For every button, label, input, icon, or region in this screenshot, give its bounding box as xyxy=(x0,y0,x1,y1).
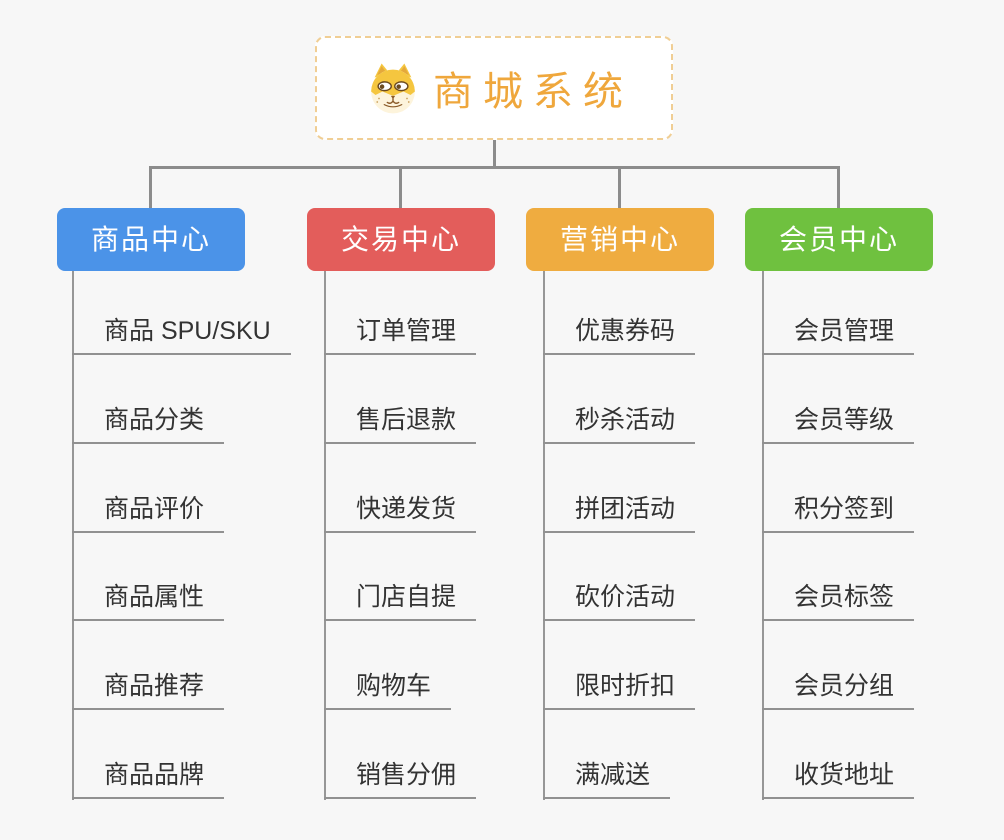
leaf-node[interactable]: 会员等级 xyxy=(762,405,915,444)
leaf-node[interactable]: 商品品牌 xyxy=(72,760,225,799)
leaf-node[interactable]: 会员分组 xyxy=(762,671,915,710)
branch-node-marketing-center[interactable]: 营销中心 xyxy=(526,208,714,271)
leaf-node[interactable]: 拼团活动 xyxy=(543,494,696,533)
leaf-node[interactable]: 快递发货 xyxy=(324,494,477,533)
branch-node-member-center[interactable]: 会员中心 xyxy=(745,208,933,271)
connector-drop-branch-3 xyxy=(618,166,621,210)
leaf-node[interactable]: 优惠券码 xyxy=(543,316,696,355)
leaf-node[interactable]: 满减送 xyxy=(543,760,671,799)
connector-drop-branch-2 xyxy=(399,166,402,210)
root-node[interactable]: 商城系统 xyxy=(315,36,673,140)
leaf-node[interactable]: 购物车 xyxy=(324,671,452,710)
connector-drop-branch-1 xyxy=(149,166,152,210)
leaf-node[interactable]: 砍价活动 xyxy=(543,582,696,621)
leaf-node[interactable]: 商品分类 xyxy=(72,405,225,444)
leaf-node[interactable]: 收货地址 xyxy=(762,760,915,799)
leaf-node[interactable]: 会员标签 xyxy=(762,582,915,621)
connector-horizontal xyxy=(149,166,840,169)
branch-trunk-line xyxy=(543,271,545,800)
shiba-dog-icon xyxy=(365,60,421,116)
leaf-node[interactable]: 售后退款 xyxy=(324,405,477,444)
leaf-node[interactable]: 商品评价 xyxy=(72,494,225,533)
leaf-node[interactable]: 商品推荐 xyxy=(72,671,225,710)
leaf-node[interactable]: 订单管理 xyxy=(324,316,477,355)
branch-node-product-center[interactable]: 商品中心 xyxy=(57,208,245,271)
connector-drop-branch-4 xyxy=(837,166,840,210)
leaf-node[interactable]: 限时折扣 xyxy=(543,671,696,710)
branch-trunk-line xyxy=(762,271,764,800)
branch-node-trade-center[interactable]: 交易中心 xyxy=(307,208,495,271)
leaf-node[interactable]: 会员管理 xyxy=(762,316,915,355)
leaf-node[interactable]: 商品属性 xyxy=(72,582,225,621)
branch-trunk-line xyxy=(72,271,74,800)
leaf-node[interactable]: 商品 SPU/SKU xyxy=(72,316,291,355)
leaf-node[interactable]: 积分签到 xyxy=(762,494,915,533)
branch-trunk-line xyxy=(324,271,326,800)
leaf-node[interactable]: 门店自提 xyxy=(324,582,477,621)
connector-root-drop xyxy=(493,138,496,168)
leaf-node[interactable]: 秒杀活动 xyxy=(543,405,696,444)
root-node-title: 商城系统 xyxy=(433,70,633,114)
leaf-node[interactable]: 销售分佣 xyxy=(324,760,477,799)
